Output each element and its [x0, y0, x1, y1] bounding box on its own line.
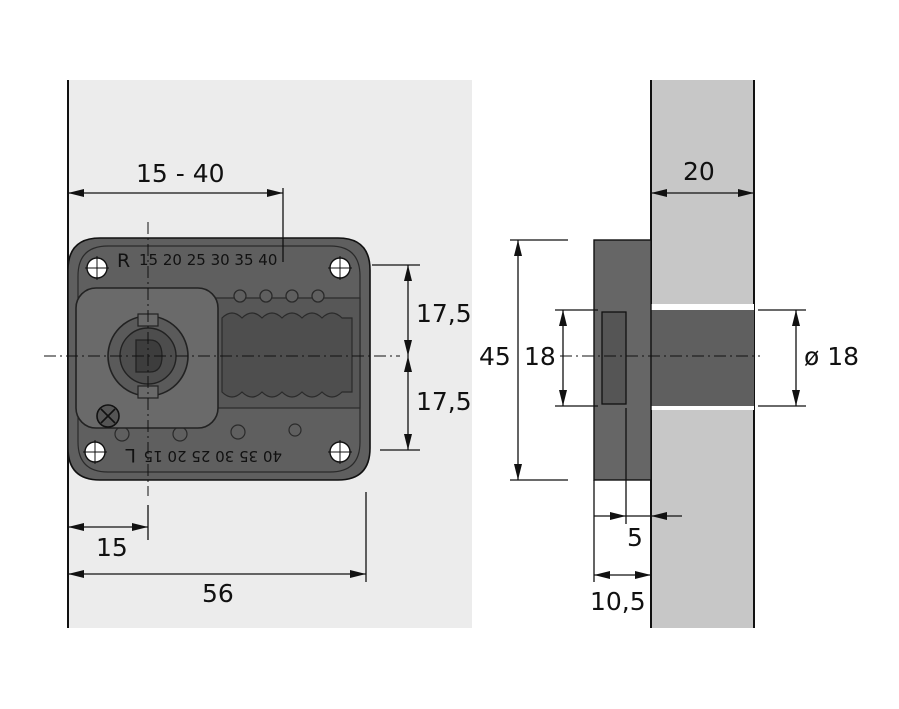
mounting-hole-bottom-left: [83, 440, 107, 464]
dim-backset: 15: [68, 505, 149, 562]
dim-offset-range: 15 - 40: [68, 159, 284, 262]
scale-top-values: 15 20 25 30 35 40: [139, 251, 277, 269]
dim-height-label: 45: [479, 342, 511, 371]
dim-depth-label: 10,5: [590, 587, 646, 616]
dim-bore-diameter-label: ø 18: [804, 342, 859, 371]
cross-screw: [96, 404, 120, 428]
dim-lower-half-label: 17,5: [416, 387, 472, 416]
lock-face-knob: [601, 311, 627, 405]
mounting-holes: [83, 256, 352, 464]
lock-inner-plate: [77, 245, 361, 473]
dim-width: 56: [68, 492, 367, 608]
bore-gap-bottom: [651, 406, 754, 410]
dim-width-label: 56: [202, 579, 234, 608]
dim-bore-diameter: ø 18: [758, 309, 859, 407]
dim-upper-half-label: 17,5: [416, 299, 472, 328]
side-view: 20 45 18 ø 18: [479, 80, 859, 628]
board-lower: [651, 410, 754, 628]
scale-bottom-letter: L: [125, 444, 136, 466]
bottom-lugs: [114, 423, 302, 442]
bore-gap-top: [651, 304, 754, 310]
dim-inner-height-label: 18: [524, 342, 556, 371]
dim-height: 45: [479, 239, 568, 481]
scale-top-letter: R: [117, 250, 130, 272]
mounting-hole-bottom-right: [328, 440, 352, 464]
dim-protrusion-label: 5: [627, 523, 643, 552]
dim-inner-height: 18: [524, 309, 598, 407]
toothed-rack: [221, 312, 353, 398]
scale-bottom-values: 40 35 30 25 20 15: [144, 447, 282, 465]
mounting-hole-top-right: [328, 256, 352, 280]
dim-protrusion: 5: [594, 408, 682, 552]
dim-board-thickness-label: 20: [683, 157, 715, 186]
dim-depth: 10,5: [590, 480, 651, 616]
dim-vertical-halves: 17,5 17,5: [372, 264, 472, 451]
dim-backset-label: 15: [96, 533, 128, 562]
dim-board-thickness: 20: [651, 157, 754, 197]
board-upper: [651, 80, 754, 304]
front-view: R 15 20 25 30 35 40 L 40 35 30 25 20 15 …: [44, 80, 472, 628]
lock-cylinder-body: [651, 310, 754, 406]
mounting-hole-top-left: [85, 256, 109, 280]
dim-offset-range-label: 15 - 40: [136, 159, 225, 188]
adjustment-holes: [233, 289, 325, 303]
